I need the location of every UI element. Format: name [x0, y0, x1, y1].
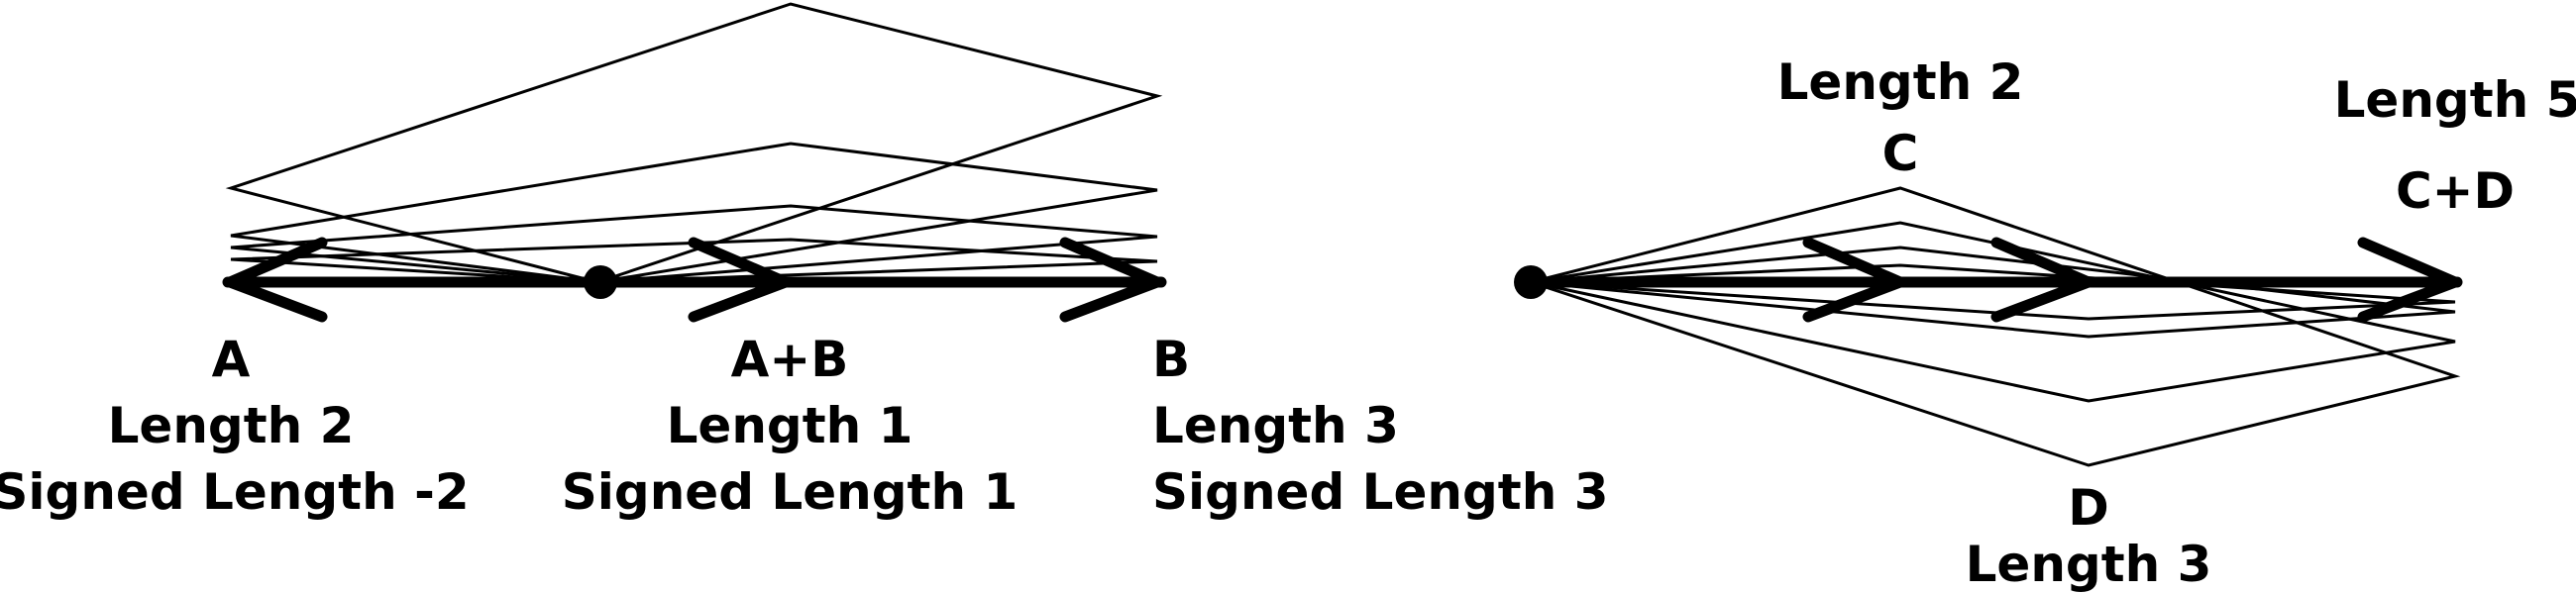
vector-a-arrowhead [224, 237, 328, 323]
vector-a-plus-b-signed-length: Signed Length 1 [562, 463, 1019, 521]
construction-shape-7 [1530, 246, 2456, 339]
vector-b-name: B [1152, 331, 1190, 388]
vector-b-signed-length: Signed Length 3 [1152, 463, 1609, 521]
vector-b-arrowhead [1059, 237, 1163, 323]
construction-shape-8 [1530, 263, 2456, 321]
construction-shape-5 [1525, 186, 2461, 467]
left-diagram: A Length 2 Signed Length -2 A+B Length 1… [0, 2, 1609, 521]
vector-c-name: C [1882, 125, 1919, 182]
right-diagram: Length 2 C Length 5 C+D D Length 3 [1514, 53, 2576, 593]
vector-c-plus-d-length: Length 5 [2334, 71, 2576, 129]
right-origin-dot [1514, 265, 1548, 299]
vector-d-length: Length 3 [1966, 536, 2212, 593]
vector-c-plus-d-name: C+D [2396, 162, 2515, 220]
construction-shape-2 [230, 142, 1158, 284]
vector-d-name: D [2068, 479, 2109, 537]
vector-c-plus-d-arrowhead [2357, 237, 2461, 323]
construction-shape-3 [230, 204, 1158, 284]
vector-a-plus-b-arrowhead [688, 237, 792, 323]
vector-a-length: Length 2 [108, 397, 355, 454]
vector-b-length: Length 3 [1152, 397, 1399, 454]
construction-shape-6 [1530, 221, 2456, 403]
vector-a-plus-b-name: A+B [731, 331, 849, 388]
vector-a-signed-length: Signed Length -2 [0, 463, 470, 521]
vector-d-arrowhead [1990, 237, 2094, 323]
vector-c-arrowhead [1802, 237, 1906, 323]
left-origin-dot [584, 265, 617, 299]
vector-c-length: Length 2 [1777, 53, 2024, 111]
construction-shape-4 [230, 238, 1158, 284]
vector-a-name: A [212, 331, 251, 388]
vector-a-plus-b-length: Length 1 [667, 397, 913, 454]
